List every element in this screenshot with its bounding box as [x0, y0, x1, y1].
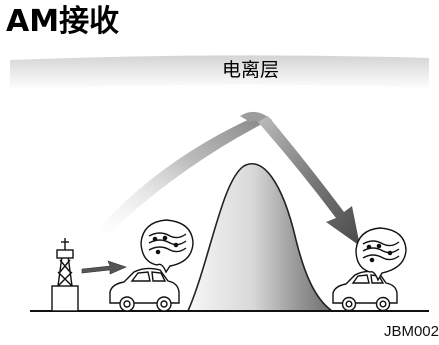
- sound-bubble-right: [355, 227, 407, 282]
- car-left: [109, 267, 180, 312]
- sky-wave-up: [95, 118, 262, 238]
- ground-wave-arrow: [81, 260, 127, 275]
- sky-wave-down: [258, 116, 360, 246]
- transmitter-tower: [51, 238, 79, 312]
- page-title: AM接收: [6, 4, 120, 39]
- mountain: [186, 163, 335, 312]
- car-right: [332, 270, 398, 312]
- sound-bubble-left: [140, 219, 194, 274]
- ionosphere-label: 电离层: [222, 59, 280, 81]
- image-code: JBM002: [383, 323, 439, 340]
- ionosphere-band: [10, 55, 429, 90]
